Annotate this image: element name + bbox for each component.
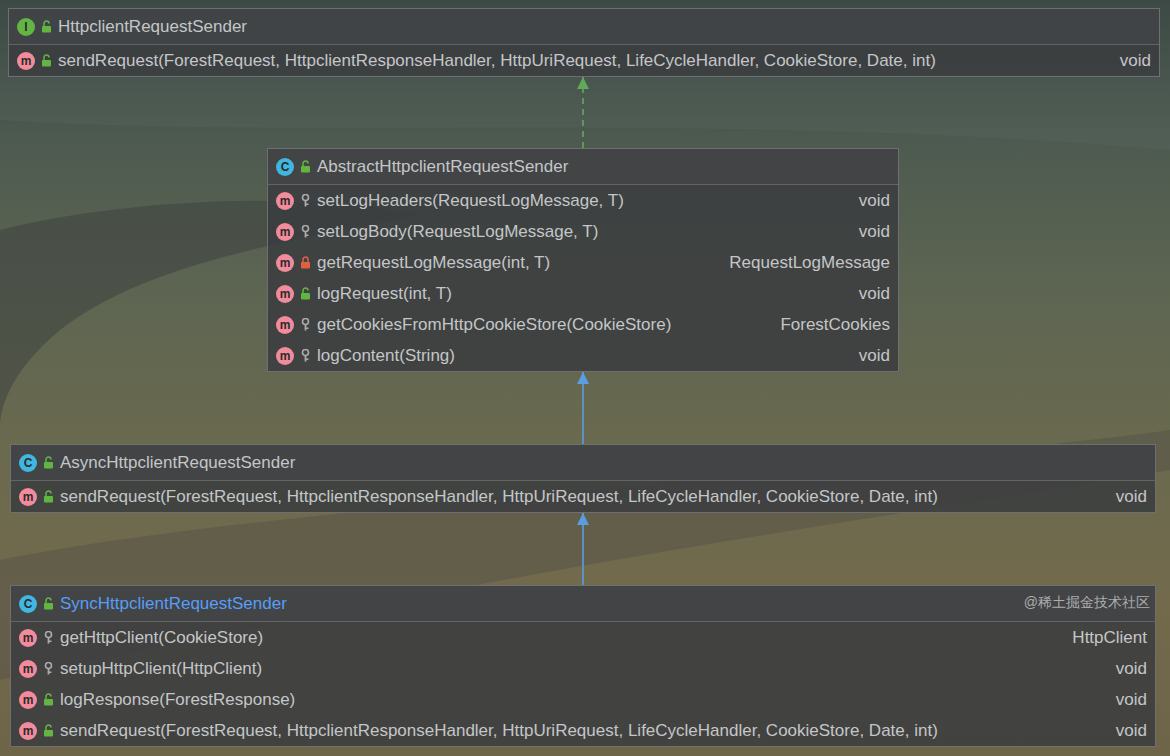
method-row: m setLogBody(RequestLogMessage, T) void: [268, 216, 898, 247]
visibility-icon: [300, 256, 311, 269]
visibility-icon: [300, 318, 311, 331]
return-type: void: [1120, 51, 1151, 71]
method-icon: m: [276, 192, 294, 210]
method-icon: m: [17, 52, 35, 70]
return-type: void: [1116, 721, 1147, 741]
method-row: m getHttpClient(CookieStore) HttpClient: [11, 622, 1155, 653]
return-type: HttpClient: [1072, 628, 1147, 648]
class-name: HttpclientRequestSender: [58, 17, 247, 37]
class-header: I HttpclientRequestSender: [9, 9, 1159, 45]
method-icon: m: [276, 285, 294, 303]
class-box: I HttpclientRequestSender m sendRequest(For…: [8, 8, 1160, 77]
method-row: m sendRequest(ForestRequest, HttpclientRe…: [11, 481, 1155, 512]
return-type: void: [1116, 690, 1147, 710]
method-signature: sendRequest(ForestRequest, HttpclientRes…: [60, 487, 1098, 507]
method-row: m getRequestLogMessage(int, T) RequestLogM…: [268, 247, 898, 278]
class-box: C AsyncHttpclientRequestSender m sendReques…: [10, 444, 1156, 513]
method-icon: m: [19, 691, 37, 709]
return-type: void: [859, 191, 890, 211]
type-icon: C: [19, 595, 37, 613]
method-signature: setupHttpClient(HttpClient): [60, 659, 1098, 679]
class-name: AbstractHttpclientRequestSender: [317, 157, 568, 177]
realization-arrow: [582, 77, 584, 148]
return-type: void: [859, 346, 890, 366]
visibility-icon: [300, 349, 311, 362]
class-name: SyncHttpclientRequestSender: [60, 594, 287, 614]
sky-shape: [0, 0, 1170, 150]
visibility-icon: [300, 160, 311, 173]
class-box: C SyncHttpclientRequestSender m getHttpClie…: [10, 585, 1156, 747]
class-header: C SyncHttpclientRequestSender: [11, 586, 1155, 622]
method-icon: m: [19, 488, 37, 506]
method-signature: setLogHeaders(RequestLogMessage, T): [317, 191, 841, 211]
visibility-icon: [43, 456, 54, 469]
method-row: m setLogHeaders(RequestLogMessage, T) void: [268, 185, 898, 216]
method-signature: logContent(String): [317, 346, 841, 366]
method-row: m logResponse(ForestResponse) void: [11, 684, 1155, 715]
method-icon: m: [276, 254, 294, 272]
class-box: C AbstractHttpclientRequestSender m setLogH…: [267, 148, 899, 372]
method-row: m sendRequest(ForestRequest, HttpclientRe…: [11, 715, 1155, 746]
method-signature: sendRequest(ForestRequest, HttpclientRes…: [58, 51, 1102, 71]
return-type: void: [1116, 659, 1147, 679]
method-icon: m: [19, 722, 37, 740]
visibility-icon: [43, 693, 54, 706]
visibility-icon: [41, 20, 52, 33]
method-row: m logContent(String) void: [268, 340, 898, 371]
method-icon: m: [276, 316, 294, 334]
method-row: m setupHttpClient(HttpClient) void: [11, 653, 1155, 684]
method-signature: getCookiesFromHttpCookieStore(CookieStor…: [317, 315, 762, 335]
visibility-icon: [41, 54, 52, 67]
method-icon: m: [276, 347, 294, 365]
method-signature: getHttpClient(CookieStore): [60, 628, 1054, 648]
return-type: ForestCookies: [780, 315, 890, 335]
method-row: m logRequest(int, T) void: [268, 278, 898, 309]
visibility-icon: [43, 662, 54, 675]
method-row: m sendRequest(ForestRequest, HttpclientRe…: [9, 45, 1159, 76]
visibility-icon: [300, 194, 311, 207]
method-signature: setLogBody(RequestLogMessage, T): [317, 222, 841, 242]
return-type: void: [859, 222, 890, 242]
method-signature: sendRequest(ForestRequest, HttpclientRes…: [60, 721, 1098, 741]
method-signature: getRequestLogMessage(int, T): [317, 253, 711, 273]
class-name: AsyncHttpclientRequestSender: [60, 453, 295, 473]
type-icon: C: [276, 158, 294, 176]
method-icon: m: [19, 629, 37, 647]
visibility-icon: [43, 490, 54, 503]
return-type: void: [1116, 487, 1147, 507]
watermark: @稀土掘金技术社区: [1024, 594, 1150, 612]
method-signature: logResponse(ForestResponse): [60, 690, 1098, 710]
inheritance-arrow: [582, 513, 584, 585]
visibility-icon: [300, 287, 311, 300]
visibility-icon: [43, 597, 54, 610]
return-type: RequestLogMessage: [729, 253, 890, 273]
return-type: void: [859, 284, 890, 304]
method-icon: m: [19, 660, 37, 678]
method-icon: m: [276, 223, 294, 241]
class-header: C AbstractHttpclientRequestSender: [268, 149, 898, 185]
method-row: m getCookiesFromHttpCookieStore(CookieSto…: [268, 309, 898, 340]
visibility-icon: [43, 631, 54, 644]
class-header: C AsyncHttpclientRequestSender: [11, 445, 1155, 481]
inheritance-arrow: [582, 372, 584, 444]
type-icon: C: [19, 454, 37, 472]
method-signature: logRequest(int, T): [317, 284, 841, 304]
visibility-icon: [300, 225, 311, 238]
type-icon: I: [17, 18, 35, 36]
visibility-icon: [43, 724, 54, 737]
